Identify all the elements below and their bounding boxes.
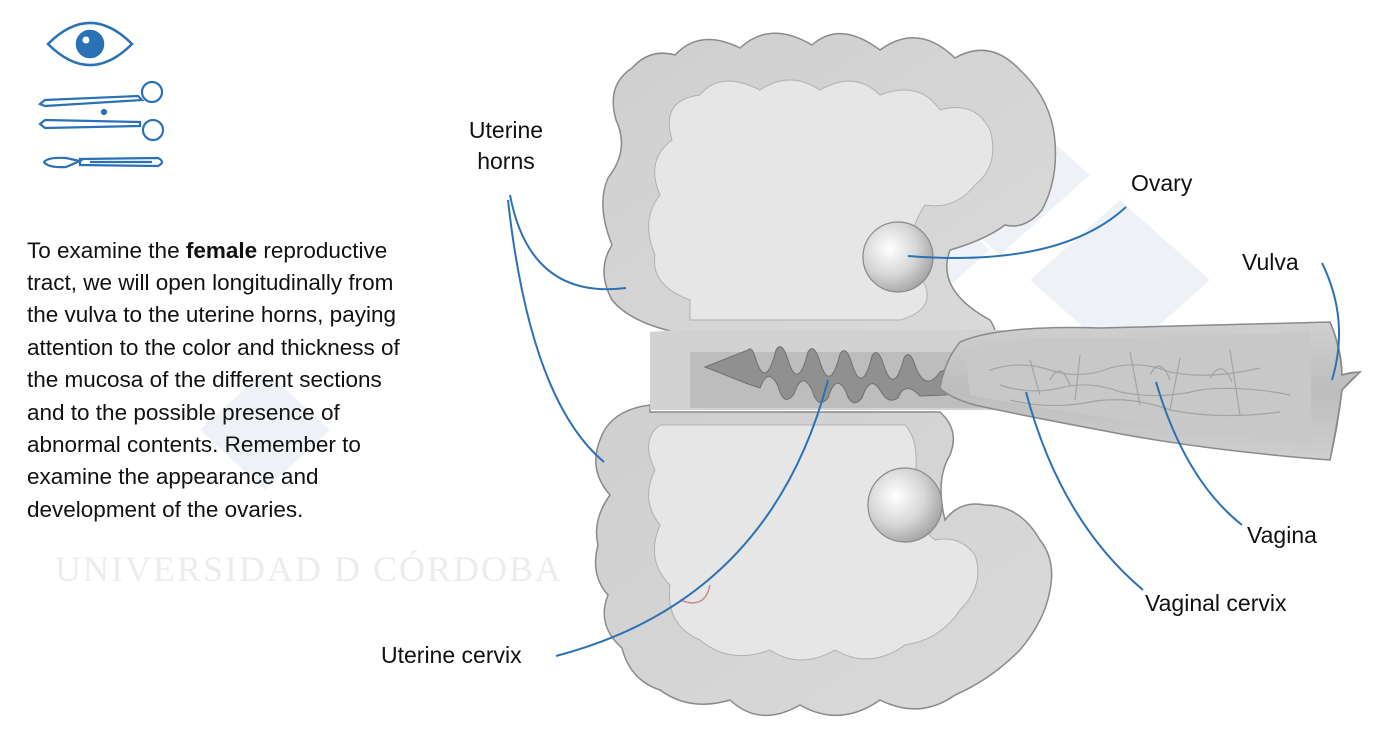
- label-uterine-horns: Uterine horns: [458, 115, 554, 177]
- label-uterine-cervix: Uterine cervix: [381, 642, 522, 668]
- scissors-icon: [37, 80, 165, 142]
- eye-icon: [46, 21, 134, 67]
- label-vulva: Vulva: [1242, 249, 1299, 275]
- uterine-cervix-folds: [703, 346, 991, 404]
- label-vagina: Vagina: [1247, 522, 1317, 548]
- leader-ovary: [907, 206, 1127, 259]
- leader-uterine-horns-lower: [507, 199, 605, 463]
- scalpel-icon: [42, 156, 164, 169]
- leader-uterine-horns-upper: [509, 194, 627, 291]
- instruction-text-before: To examine the: [27, 237, 186, 263]
- instruction-text-bold: female: [185, 237, 258, 263]
- vagina-segment: [939, 321, 1362, 461]
- watermark-text: UNIVERSIDAD D CÓRDOBA: [55, 549, 564, 589]
- leader-vulva: [1321, 262, 1341, 381]
- label-ovary: Ovary: [1131, 170, 1193, 196]
- instruction-text-after: reproductive tract, we will open longitu…: [27, 237, 400, 522]
- leader-vaginal-cervix: [1025, 391, 1144, 591]
- leader-vagina: [1155, 381, 1243, 526]
- label-uterine-horns-line2: horns: [477, 148, 535, 174]
- ovary-lower: [867, 467, 943, 543]
- label-uterine-horns-line1: Uterine: [468, 117, 544, 143]
- uterine-horn-upper: [602, 32, 1057, 339]
- leader-uterine-cervix: [555, 379, 829, 657]
- vaginal-mucosa-folds: [989, 349, 1291, 417]
- instruction-text: To examine the female reproductive tract…: [27, 235, 407, 527]
- label-vaginal-cervix: Vaginal cervix: [1145, 590, 1287, 616]
- uterine-horn-lower: [594, 404, 1053, 716]
- leader-lines: [507, 194, 1341, 657]
